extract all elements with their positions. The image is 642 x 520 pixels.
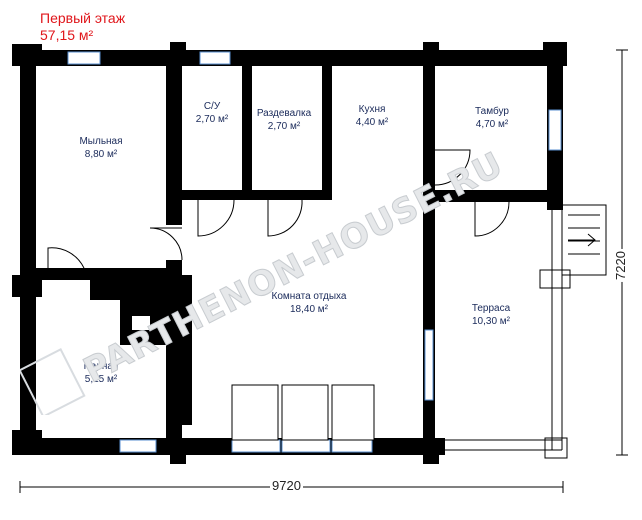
room-label-soap: Мыльная 8,80 м² bbox=[79, 135, 122, 161]
room-label-steam: Парная 5,15 м² bbox=[84, 360, 119, 386]
room-area: 2,70 м² bbox=[195, 114, 229, 125]
windows bbox=[67, 51, 562, 453]
room-area: 4,40 м² bbox=[355, 117, 389, 128]
floor-total-area: 57,15 м² bbox=[40, 27, 94, 43]
room-area: 4,70 м² bbox=[475, 119, 509, 130]
room-area: 8,80 м² bbox=[84, 149, 118, 160]
room-area: 5,15 м² bbox=[84, 374, 118, 385]
room-area: 2,70 м² bbox=[267, 121, 301, 132]
room-name: С/У bbox=[203, 101, 221, 112]
room-label-vestibule: Тамбур 4,70 м² bbox=[475, 105, 509, 131]
interior-walls bbox=[36, 50, 563, 455]
doors bbox=[47, 149, 510, 269]
room-name: Раздевалка bbox=[256, 108, 312, 119]
dimension-width: 9720 bbox=[270, 478, 303, 493]
room-label-wc: С/У 2,70 м² bbox=[196, 100, 228, 126]
room-label-kitchen: Кухня 4,40 м² bbox=[356, 103, 388, 129]
floor-title: Первый этаж 57,15 м² bbox=[40, 10, 125, 44]
terrace bbox=[445, 204, 607, 459]
room-name: Терраса bbox=[471, 303, 511, 314]
dimension-depth: 7220 bbox=[612, 249, 628, 282]
room-name: Комната отдыха bbox=[271, 291, 347, 302]
room-area: 10,30 м² bbox=[471, 316, 511, 327]
room-name: Парная bbox=[83, 361, 119, 372]
floor-name: Первый этаж bbox=[40, 10, 126, 26]
room-name: Мыльная bbox=[79, 136, 123, 147]
room-name: Тамбур bbox=[475, 106, 509, 117]
room-label-lounge: Комната отдыха 18,40 м² bbox=[272, 290, 347, 316]
room-label-terrace: Терраса 10,30 м² bbox=[472, 302, 510, 328]
benches bbox=[231, 384, 375, 441]
room-label-dressing: Раздевалка 2,70 м² bbox=[257, 107, 311, 133]
room-name: Кухня bbox=[358, 104, 386, 115]
room-area: 18,40 м² bbox=[289, 304, 328, 315]
